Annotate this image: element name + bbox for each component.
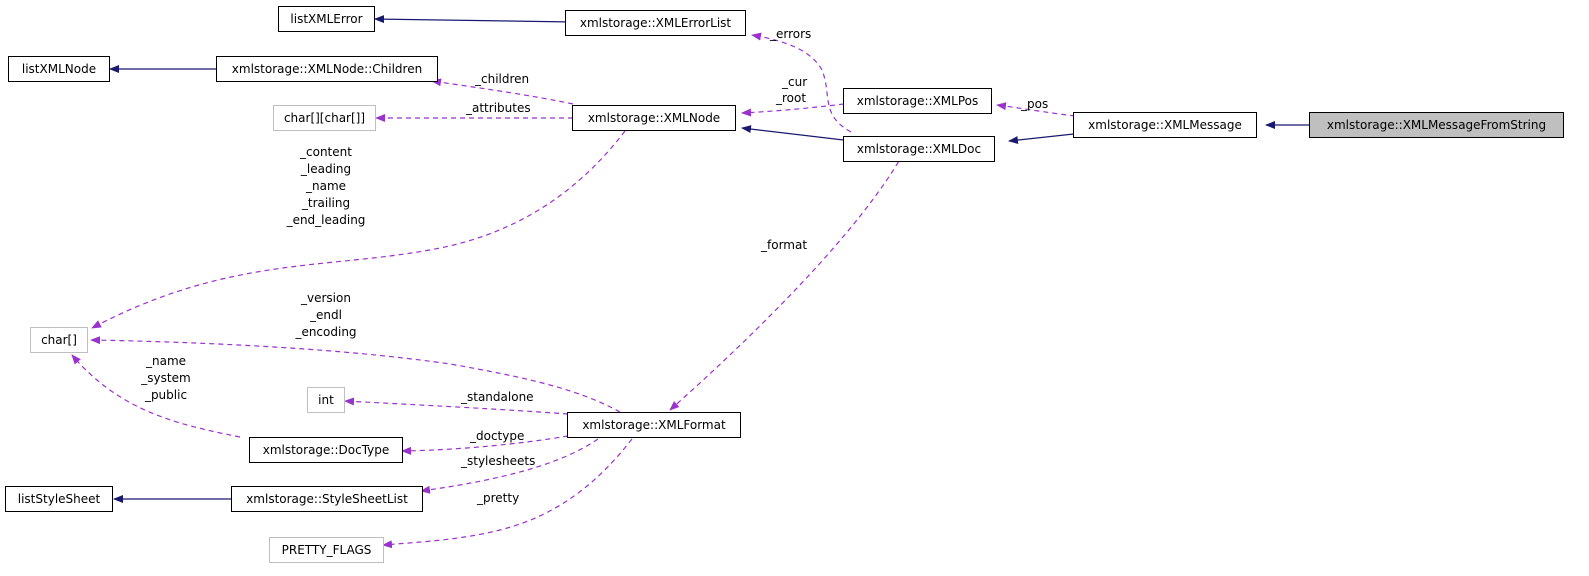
node-xmlmessagefromstring[interactable]: xmlstorage::XMLMessageFromString <box>1309 112 1564 138</box>
edge-pos <box>996 102 1076 117</box>
label-leading: _leading <box>300 162 351 176</box>
edge-pretty <box>382 438 633 549</box>
node-listxmlnode[interactable]: listXMLNode <box>8 56 110 82</box>
node-stylesheetlist[interactable]: xmlstorage::StyleSheetList <box>231 486 423 512</box>
edge-errors <box>751 32 852 133</box>
node-xmlnode-children[interactable]: xmlstorage::XMLNode::Children <box>216 56 438 82</box>
label-stylesheets: _stylesheets <box>460 454 535 468</box>
label-root: _root <box>775 91 806 105</box>
label-children: _children <box>474 72 529 86</box>
edge-labels: _errors _children _cur _root _pos _attri… <box>140 27 1048 505</box>
edge-format-char <box>90 336 621 413</box>
label-name: _name <box>305 179 346 193</box>
node-int[interactable]: int <box>307 387 345 413</box>
label-doctype-name: _name <box>145 354 186 368</box>
edge-xmlerrorlist-to-listxmlerror <box>374 15 575 24</box>
edge-xmldoc-to-xmlnode <box>741 125 853 142</box>
label-end-leading: _end_leading <box>286 213 366 227</box>
label-standalone: _standalone <box>460 390 534 404</box>
node-xmlmessage[interactable]: xmlstorage::XMLMessage <box>1073 112 1257 138</box>
node-xmlerrorlist[interactable]: xmlstorage::XMLErrorList <box>565 10 746 36</box>
label-pos: _pos <box>1020 97 1048 111</box>
edge-format <box>669 153 904 411</box>
edge-standalone <box>344 397 569 415</box>
label-public: _public <box>144 388 187 402</box>
label-encoding: _encoding <box>294 325 356 339</box>
label-content: _content <box>299 145 352 159</box>
node-xmlnode[interactable]: xmlstorage::XMLNode <box>572 105 736 131</box>
label-endl: _endl <box>309 308 342 322</box>
label-attributes: _attributes <box>465 101 531 115</box>
node-xmlformat[interactable]: xmlstorage::XMLFormat <box>567 412 741 438</box>
edge-cur-root <box>741 103 845 117</box>
node-xmlpos[interactable]: xmlstorage::XMLPos <box>843 88 992 114</box>
label-cur: _cur <box>781 75 807 89</box>
label-format: _format <box>760 238 807 252</box>
edge-children <box>431 78 574 105</box>
label-trailing: _trailing <box>301 196 350 210</box>
label-doctype: _doctype <box>469 429 524 443</box>
label-errors: _errors <box>769 27 811 41</box>
label-version: _version <box>300 291 351 305</box>
node-char-array-map[interactable]: char[][char[]] <box>273 105 376 131</box>
label-pretty: _pretty <box>476 491 519 505</box>
node-char-array[interactable]: char[] <box>30 327 88 353</box>
node-xmldoc[interactable]: xmlstorage::XMLDoc <box>843 136 995 162</box>
node-listxmlerror[interactable]: listXMLError <box>278 6 375 32</box>
node-liststylesheet[interactable]: listStyleSheet <box>5 486 113 512</box>
edge-xmlmessage-to-xmldoc <box>1008 132 1084 145</box>
node-doctype[interactable]: xmlstorage::DocType <box>249 437 403 463</box>
edge-doctype-char <box>71 354 241 438</box>
label-system: _system <box>140 371 190 385</box>
edge-doctype <box>401 435 569 455</box>
node-pretty-flags[interactable]: PRETTY_FLAGS <box>269 537 384 563</box>
edge-node-char <box>91 130 626 329</box>
